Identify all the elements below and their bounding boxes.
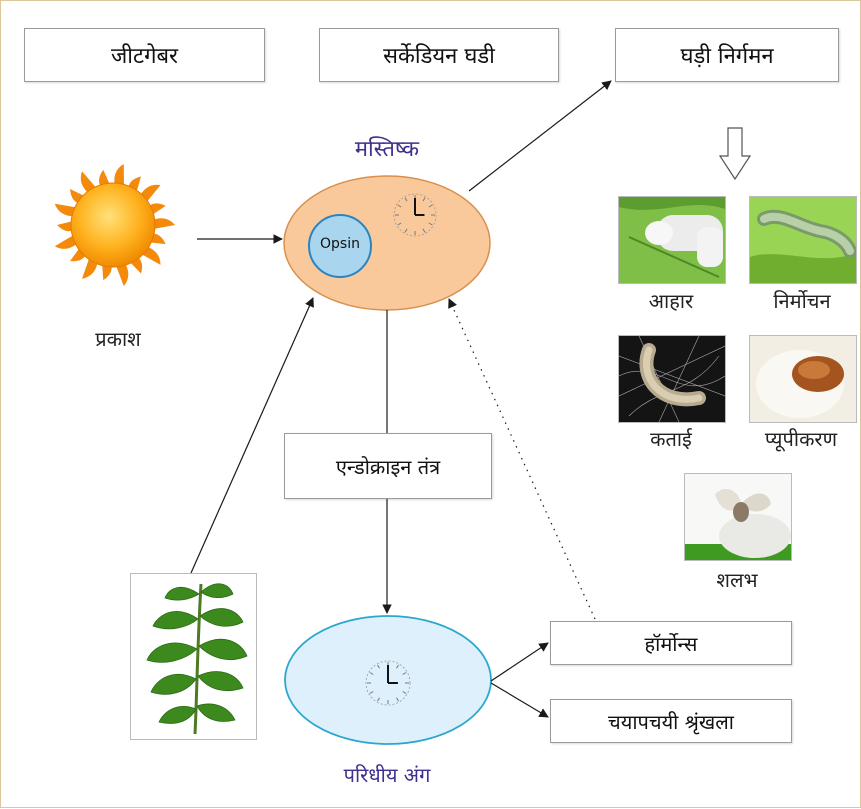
metabolic-chain-box: चयापचयी श्रृंखला: [550, 699, 792, 743]
clock-output-label: घड़ी निर्गमन: [680, 40, 773, 70]
stage-moulting-image: [749, 196, 857, 284]
zeitgeber-label: जीटगेबर: [111, 40, 178, 70]
sun-icon: [55, 164, 175, 286]
brain-title: मस्तिष्क: [317, 133, 457, 163]
light-label: प्रकाश: [63, 325, 173, 352]
peripheral-organ-label: परिधीय अंग: [307, 761, 467, 788]
opsin-label: Opsin: [310, 236, 370, 252]
stage-label-moulting: निर्मोचन: [749, 287, 855, 314]
clock-output-box: घड़ी निर्गमन: [615, 28, 839, 82]
stage-label-moth: शलभ: [684, 566, 790, 593]
circadian-clock-box: सर्केडियन घडी: [319, 28, 559, 82]
arrow-brain-to-clock-output: [469, 81, 611, 191]
mulberry-plant-image: [130, 573, 257, 740]
circadian-clock-label: सर्केडियन घडी: [383, 40, 495, 70]
endocrine-system-box: एन्डोक्राइन तंत्र: [284, 433, 492, 499]
hollow-down-arrow-icon: [720, 128, 750, 179]
stage-label-spinning: कताई: [618, 425, 724, 452]
hormones-label: हॉर्मोन्स: [645, 630, 698, 657]
endocrine-system-label: एन्डोक्राइन तंत्र: [336, 453, 440, 480]
stage-pupation-image: [749, 335, 857, 423]
arrow-organ-to-metabolic: [491, 683, 548, 717]
stage-spinning-image: [618, 335, 726, 423]
metabolic-chain-label: चयापचयी श्रृंखला: [608, 708, 734, 735]
stage-label-pupation: प्यूपीकरण: [741, 425, 861, 452]
stage-feeding-image: [618, 196, 726, 284]
stage-label-feeding: आहार: [618, 287, 724, 314]
hormones-box: हॉर्मोन्स: [550, 621, 792, 665]
stage-moth-image: [684, 473, 792, 561]
zeitgeber-box: जीटगेबर: [24, 28, 265, 82]
arrow-organ-to-hormones: [491, 643, 548, 681]
